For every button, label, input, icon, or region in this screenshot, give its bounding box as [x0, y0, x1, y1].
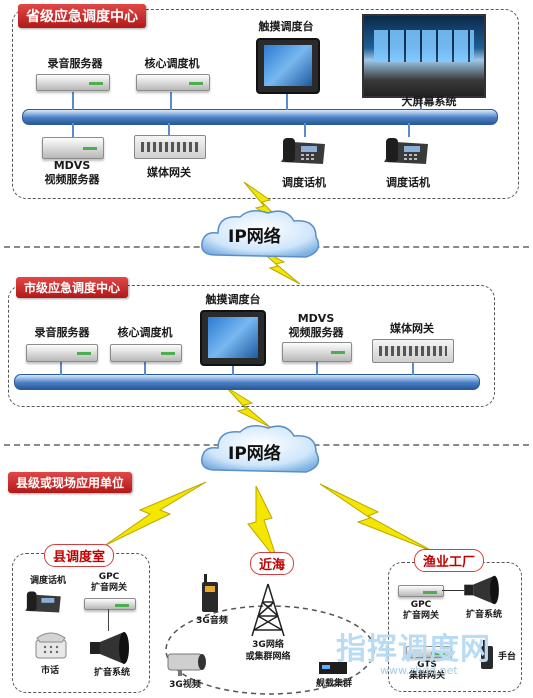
core-switch-label: 核心调度机: [144, 57, 200, 70]
bus-link: [144, 360, 146, 375]
device-link: [442, 590, 464, 591]
provincial-title: 省级应急调度中心: [18, 4, 146, 28]
vehicle-radio-icon: [319, 662, 347, 674]
bus-link: [412, 360, 414, 375]
lightning-icon: [103, 481, 207, 547]
gpc-gateway: [84, 598, 136, 610]
core-switch: [110, 344, 182, 362]
site-watermark: 指挥调度网: [336, 632, 491, 667]
lightning-icon: [257, 247, 301, 285]
gpc-label-line2: 扩音网关: [402, 611, 439, 621]
recorder-server: [26, 344, 98, 362]
media-gateway: [134, 135, 206, 159]
dispatch-phone-label: 调度话机: [29, 576, 66, 586]
site-watermark-url: www.zhdd.net: [380, 664, 458, 677]
pa-system-label: 扩音系统: [93, 668, 130, 678]
city-region: [8, 285, 495, 407]
bus-link: [286, 92, 288, 110]
ip-network-label: IP网络: [228, 444, 281, 464]
media-gateway: [372, 339, 454, 363]
bus-link: [408, 123, 410, 137]
county-title: 县级或现场应用单位: [8, 472, 133, 493]
dispatch-phone-label: 调度话机: [386, 176, 430, 189]
dispatch-phone-icon: [25, 591, 61, 613]
bus-link: [60, 360, 62, 375]
media-gateway-label: 媒体网关: [147, 166, 191, 179]
touch-console-label: 触摸调度台: [205, 293, 261, 306]
dispatch-room-title: 县调度室: [44, 544, 115, 567]
touch-console: [256, 38, 320, 94]
handheld-label: 手台: [497, 652, 516, 662]
gts-label-line1: GTS: [417, 660, 437, 670]
walkie-talkie-icon: [202, 574, 218, 612]
bus-link: [72, 123, 74, 137]
gts-gateway: [406, 646, 452, 658]
video-3g-label: 3G视频: [169, 680, 201, 690]
gpc-label-line1: GPC: [98, 572, 120, 582]
recorder-server-label: 录音服务器: [34, 326, 90, 339]
dispatch-phone-icon: [281, 138, 325, 164]
touch-console-label: 触摸调度台: [258, 20, 314, 33]
loudspeaker-icon: [464, 575, 499, 605]
touch-console: [200, 310, 266, 366]
mdvs-label-line2: 视频服务器: [288, 326, 344, 339]
ip-network-cloud-icon: [201, 425, 320, 473]
bus-link: [316, 360, 318, 375]
lightning-icon: [319, 483, 435, 553]
cctv-camera-icon: [167, 653, 206, 676]
gts-label-line2: 集群网关: [408, 671, 445, 681]
recorder-server: [36, 74, 110, 91]
network-3g-label-line1: 3G网络: [252, 640, 284, 650]
core-switch-label: 核心调度机: [117, 326, 173, 339]
mdvs-server: [42, 137, 104, 159]
bus-link: [232, 362, 234, 375]
provincial-bus: [22, 109, 498, 125]
mdvs-server: [282, 342, 352, 362]
loudspeaker-icon: [90, 632, 129, 664]
bus-link: [72, 92, 74, 110]
mdvs-label-line1: MDVS: [53, 159, 91, 172]
device-link: [108, 609, 109, 631]
bus-link: [170, 92, 172, 110]
telephone-label: 市话: [40, 666, 59, 676]
telephone-icon: [35, 632, 67, 659]
factory-title: 渔业工厂: [414, 549, 485, 572]
mdvs-label-line2: 视频服务器: [44, 173, 100, 186]
dispatch-phone-label: 调度话机: [282, 176, 326, 189]
bus-link: [168, 123, 170, 135]
handheld-radio-icon: [481, 640, 493, 669]
bus-link: [420, 92, 422, 110]
big-screen-label: 大屏幕系统: [401, 95, 457, 108]
network-3g-label-line2: 或集群网络: [245, 652, 291, 662]
media-gateway-label: 媒体网关: [390, 322, 434, 335]
gpc-label-line2: 扩音网关: [90, 583, 127, 593]
pa-system-label: 扩音系统: [465, 610, 502, 620]
gpc-gateway: [398, 585, 444, 597]
gpc-label-line1: GPC: [410, 600, 432, 610]
recorder-server-label: 录音服务器: [47, 57, 103, 70]
ip-network-cloud-icon: [201, 210, 320, 258]
offshore-title: 近海: [250, 552, 295, 575]
ip-network-label: IP网络: [228, 227, 281, 247]
bus-link: [304, 123, 306, 137]
core-switch: [136, 74, 210, 91]
vehicle-cluster-label: 舰载集群: [315, 679, 352, 689]
big-screen-image: [362, 14, 486, 98]
mdvs-label-line1: MDVS: [297, 312, 335, 325]
dispatch-phone-icon: [384, 138, 428, 164]
radio-tower-icon: [251, 583, 285, 637]
audio-3g-label: 3G音频: [196, 616, 228, 626]
city-title: 市级应急调度中心: [16, 277, 129, 298]
city-bus: [14, 374, 480, 390]
